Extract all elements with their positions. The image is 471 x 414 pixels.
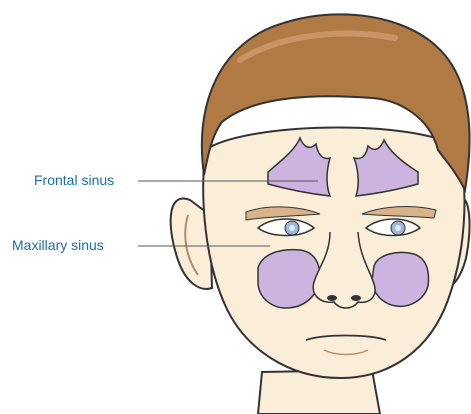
right-pupil — [395, 225, 401, 231]
right-nostril — [351, 295, 361, 301]
maxillary-sinus-right — [372, 253, 428, 307]
frontal-sinus-label: Frontal sinus — [34, 172, 114, 188]
left-nostril — [327, 295, 337, 301]
maxillary-sinus-label: Maxillary sinus — [12, 237, 104, 253]
left-pupil — [289, 225, 295, 231]
